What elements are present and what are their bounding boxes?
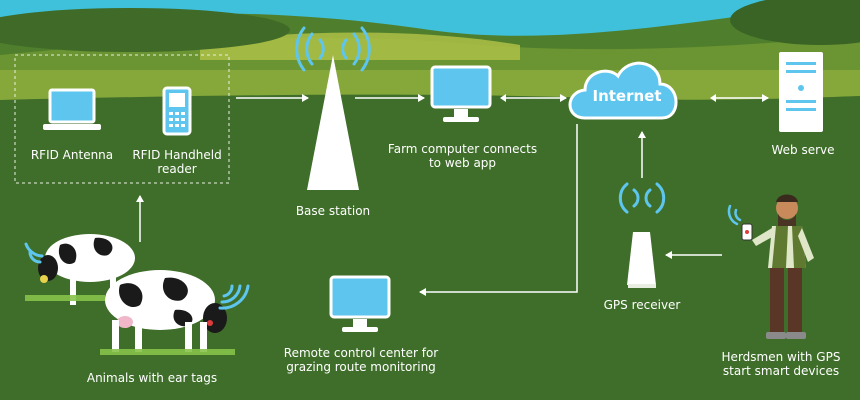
- gps-receiver-label: GPS receiver: [603, 298, 681, 312]
- farm-computer-label-line2: to web app: [428, 156, 497, 170]
- wifi-signal-icon: [24, 242, 250, 310]
- farm-computer-label: Farm computer connects to web app: [380, 142, 545, 170]
- herdsmen-label-line2: start smart devices: [722, 364, 840, 378]
- rfid-handheld-label-line2: reader: [157, 162, 197, 176]
- laptop-icon: [43, 88, 101, 130]
- remote-control-label: Remote control center for grazing route …: [276, 346, 446, 374]
- monitor-icon: [430, 65, 492, 122]
- farm-computer-label-line1: Farm computer connects: [387, 142, 538, 156]
- connector-arrows: [136, 94, 769, 296]
- cow-icon: [105, 270, 227, 352]
- person-icon: [752, 194, 814, 339]
- rfid-handheld-label-line1: RFID Handheld: [132, 148, 222, 162]
- animals-label: Animals with ear tags: [86, 371, 218, 385]
- cloud-icon: [568, 61, 678, 120]
- remote-control-label-line1: Remote control center for: [283, 346, 439, 360]
- monitor-icon: [329, 275, 391, 332]
- grass-patch: [25, 295, 105, 301]
- server-icon: [779, 52, 823, 132]
- herdsmen-label-line1: Herdsmen with GPS: [721, 350, 841, 364]
- smartphone-icon: [741, 223, 753, 241]
- grass-patch: [100, 349, 235, 355]
- rfid-antenna-label: RFID Antenna: [30, 148, 114, 162]
- gps-receiver-icon: [627, 232, 656, 288]
- rfid-dashed-box: [14, 54, 230, 184]
- wifi-signal-icon: [727, 204, 742, 226]
- internet-label: Internet: [592, 87, 662, 105]
- wifi-signal-icon: [295, 26, 371, 72]
- remote-control-label-line2: grazing route monitoring: [286, 360, 436, 374]
- herdsmen-label: Herdsmen with GPS start smart devices: [706, 350, 856, 378]
- wifi-signal-icon: [618, 182, 666, 214]
- rfid-handheld-label: RFID Handheld reader: [126, 148, 228, 176]
- base-station-label: Base station: [295, 204, 371, 218]
- web-server-label: Web serve: [771, 143, 835, 157]
- handheld-reader-icon: [162, 86, 192, 136]
- antenna-tower-icon: [307, 55, 359, 190]
